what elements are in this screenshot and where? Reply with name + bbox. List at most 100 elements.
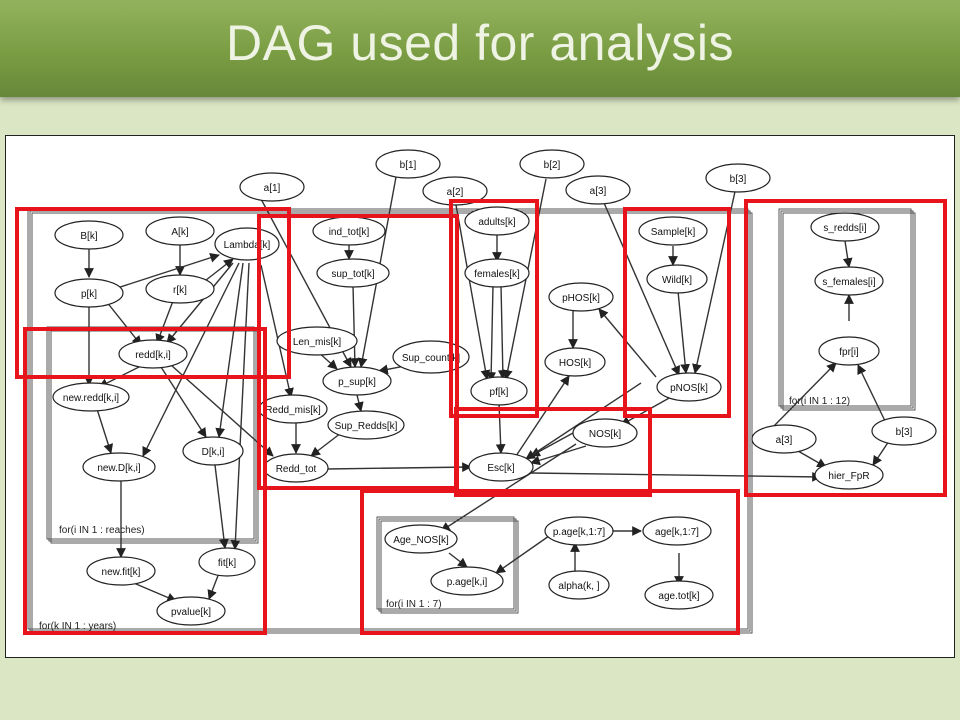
highlight-box-lambda — [15, 207, 291, 379]
node-fpr-i: fpr[i] — [818, 336, 880, 366]
node-d-ki: D[k,i] — [182, 436, 244, 466]
node-alpha-k: alpha(k, ] — [548, 570, 610, 600]
node-pnos-k: pNOS[k] — [656, 372, 722, 402]
node-age-tot-k: age.tot[k] — [644, 580, 714, 610]
node-adults-k: adults[k] — [464, 206, 530, 236]
dag-svg: for(k IN 1 : years) for(i IN 1 : reaches… — [15, 149, 947, 635]
svg-text:Esc[k]: Esc[k] — [487, 463, 514, 474]
node-age-k17: age[k,1:7] — [642, 516, 712, 546]
node-B-k: B[k] — [54, 220, 124, 250]
highlight-box-age — [360, 489, 740, 635]
node-esc-k: Esc[k] — [468, 452, 534, 482]
svg-text:fpr[i]: fpr[i] — [839, 347, 859, 358]
svg-text:fit[k]: fit[k] — [218, 558, 237, 569]
node-sample-k: Sample[k] — [638, 216, 708, 246]
svg-text:Len_mis[k]: Len_mis[k] — [293, 337, 342, 348]
node-p-age-k17: p.age[k,1:7] — [544, 516, 614, 546]
svg-text:females[k]: females[k] — [474, 269, 520, 280]
highlight-box-wild — [623, 207, 731, 418]
svg-text:Wild[k]: Wild[k] — [662, 275, 692, 286]
dag-diagram: for(k IN 1 : years) for(i IN 1 : reaches… — [5, 135, 955, 658]
node-len-mis-k: Len_mis[k] — [276, 326, 358, 356]
svg-text:age.tot[k]: age.tot[k] — [658, 591, 699, 602]
svg-text:ind_tot[k]: ind_tot[k] — [329, 227, 370, 238]
node-r-k: r[k] — [145, 274, 215, 304]
plate-label-reaches: for(i IN 1 : reaches) — [59, 525, 145, 536]
svg-text:Redd_tot: Redd_tot — [276, 464, 317, 475]
node-pvalue-k: pvalue[k] — [156, 596, 226, 626]
node-b3: b[3] — [871, 416, 937, 446]
node-redd-tot: Redd_tot — [263, 453, 329, 483]
svg-text:b[1]: b[1] — [400, 160, 417, 171]
plate-seven — [380, 520, 519, 614]
node-redd-mis-k: Redd_mis[k] — [258, 394, 328, 424]
node-p-sup-k: p_sup[k] — [322, 366, 392, 396]
node-hier-fpr: hier_FpR — [814, 460, 884, 490]
highlight-box-females — [449, 199, 539, 418]
svg-text:pHOS[k]: pHOS[k] — [562, 293, 600, 304]
svg-text:p.age[k,i]: p.age[k,i] — [447, 577, 488, 588]
node-redd-ki: redd[k,i] — [118, 339, 188, 369]
plate-label-twelve: for(i IN 1 : 12) — [789, 396, 850, 407]
node-new-fit-k: new.fit[k] — [86, 556, 156, 586]
svg-text:Sup_count[k]: Sup_count[k] — [402, 353, 461, 364]
node-females-k: females[k] — [464, 258, 530, 288]
node-ind-tot-k: ind_tot[k] — [312, 216, 386, 246]
node-b2: b[2] — [519, 149, 585, 179]
node-wild-k: Wild[k] — [646, 264, 708, 294]
slide-title: DAG used for analysis — [226, 15, 734, 71]
svg-text:alpha(k, ]: alpha(k, ] — [558, 581, 599, 592]
node-nos-k: NOS[k] — [572, 418, 638, 448]
node-phos-k: pHOS[k] — [548, 282, 614, 312]
svg-text:pNOS[k]: pNOS[k] — [670, 383, 708, 394]
node-A-k: A[k] — [145, 216, 215, 246]
svg-text:B[k]: B[k] — [80, 231, 97, 242]
svg-text:new.redd[k,i]: new.redd[k,i] — [63, 393, 119, 404]
svg-text:b[3]: b[3] — [896, 427, 913, 438]
node-s-redds-i: s_redds[i] — [810, 212, 880, 242]
svg-text:p_sup[k]: p_sup[k] — [338, 377, 376, 388]
svg-text:redd[k,i]: redd[k,i] — [135, 350, 171, 361]
node-a1: a[1] — [239, 172, 305, 202]
svg-text:a[2]: a[2] — [447, 187, 464, 198]
node-new-d-ki: new.D[k,i] — [82, 452, 156, 482]
svg-text:pf[k]: pf[k] — [490, 387, 509, 398]
svg-text:A[k]: A[k] — [171, 227, 188, 238]
plate-label-seven: for(i IN 1 : 7) — [386, 599, 442, 610]
node-p-age-ki: p.age[k,i] — [430, 566, 504, 596]
title-bar: DAG used for analysis — [0, 0, 960, 97]
node-pf-k: pf[k] — [470, 376, 528, 406]
svg-text:r[k]: r[k] — [173, 285, 187, 296]
svg-text:adults[k]: adults[k] — [478, 217, 515, 228]
highlight-box-fpr — [744, 199, 947, 497]
svg-text:pvalue[k]: pvalue[k] — [171, 607, 211, 618]
svg-text:s_females[i]: s_females[i] — [822, 277, 876, 288]
svg-text:HOS[k]: HOS[k] — [559, 358, 591, 369]
svg-text:a[3]: a[3] — [776, 435, 793, 446]
svg-text:b[2]: b[2] — [544, 160, 561, 171]
svg-text:age[k,1:7]: age[k,1:7] — [655, 527, 699, 538]
svg-text:s_redds[i]: s_redds[i] — [823, 223, 867, 234]
svg-text:Sup_Redds[k]: Sup_Redds[k] — [335, 421, 398, 432]
node-a2: a[2] — [422, 176, 488, 206]
node-a3-top: a[3] — [565, 175, 631, 205]
node-age-nos-k: Age_NOS[k] — [384, 524, 458, 554]
highlight-boxes — [15, 199, 947, 635]
svg-text:hier_FpR: hier_FpR — [828, 471, 869, 482]
svg-text:new.fit[k]: new.fit[k] — [102, 567, 141, 578]
node-a3: a[3] — [751, 424, 817, 454]
svg-text:Redd_mis[k]: Redd_mis[k] — [265, 405, 321, 416]
svg-text:sup_tot[k]: sup_tot[k] — [331, 269, 375, 280]
node-p-k: p[k] — [54, 278, 124, 308]
svg-text:D[k,i]: D[k,i] — [202, 447, 225, 458]
svg-text:a[1]: a[1] — [264, 183, 281, 194]
plate-label-years: for(k IN 1 : years) — [39, 621, 116, 632]
highlight-box-escapement — [454, 407, 652, 497]
svg-text:Lambda[k]: Lambda[k] — [224, 240, 271, 251]
node-b1: b[1] — [375, 149, 441, 179]
node-hos-k: HOS[k] — [544, 347, 606, 377]
node-new-redd-ki: new.redd[k,i] — [52, 382, 130, 412]
svg-text:NOS[k]: NOS[k] — [589, 429, 621, 440]
node-sup-redds-k: Sup_Redds[k] — [327, 410, 405, 440]
node-fit-k: fit[k] — [198, 547, 256, 577]
